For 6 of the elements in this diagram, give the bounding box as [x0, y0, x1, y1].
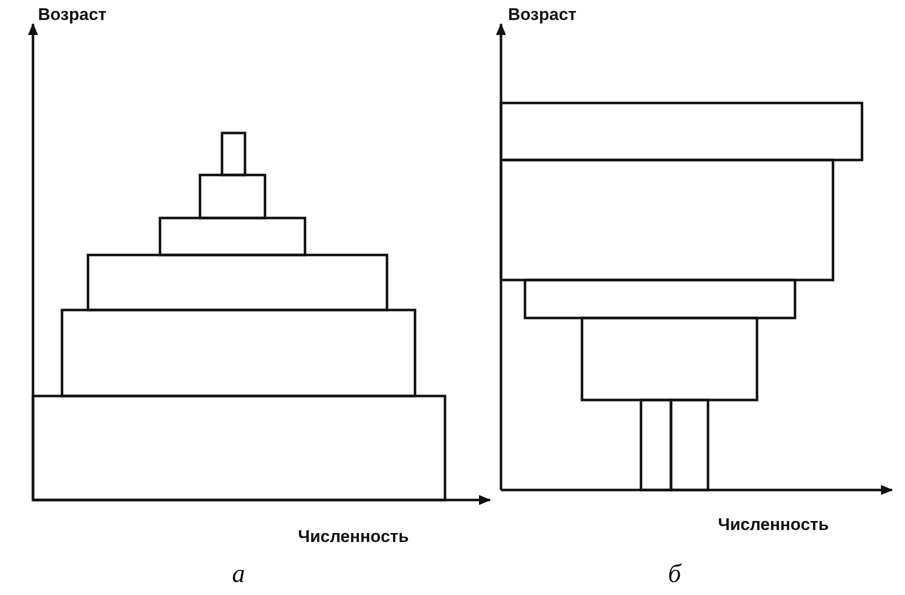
panel-letter: а: [232, 560, 245, 589]
axis-title: Численность: [718, 516, 829, 535]
axis-title: Возраст: [508, 6, 577, 25]
panel-letter: б: [668, 560, 682, 589]
axis-title: Численность: [298, 528, 409, 547]
axis-title: Возраст: [38, 6, 107, 25]
